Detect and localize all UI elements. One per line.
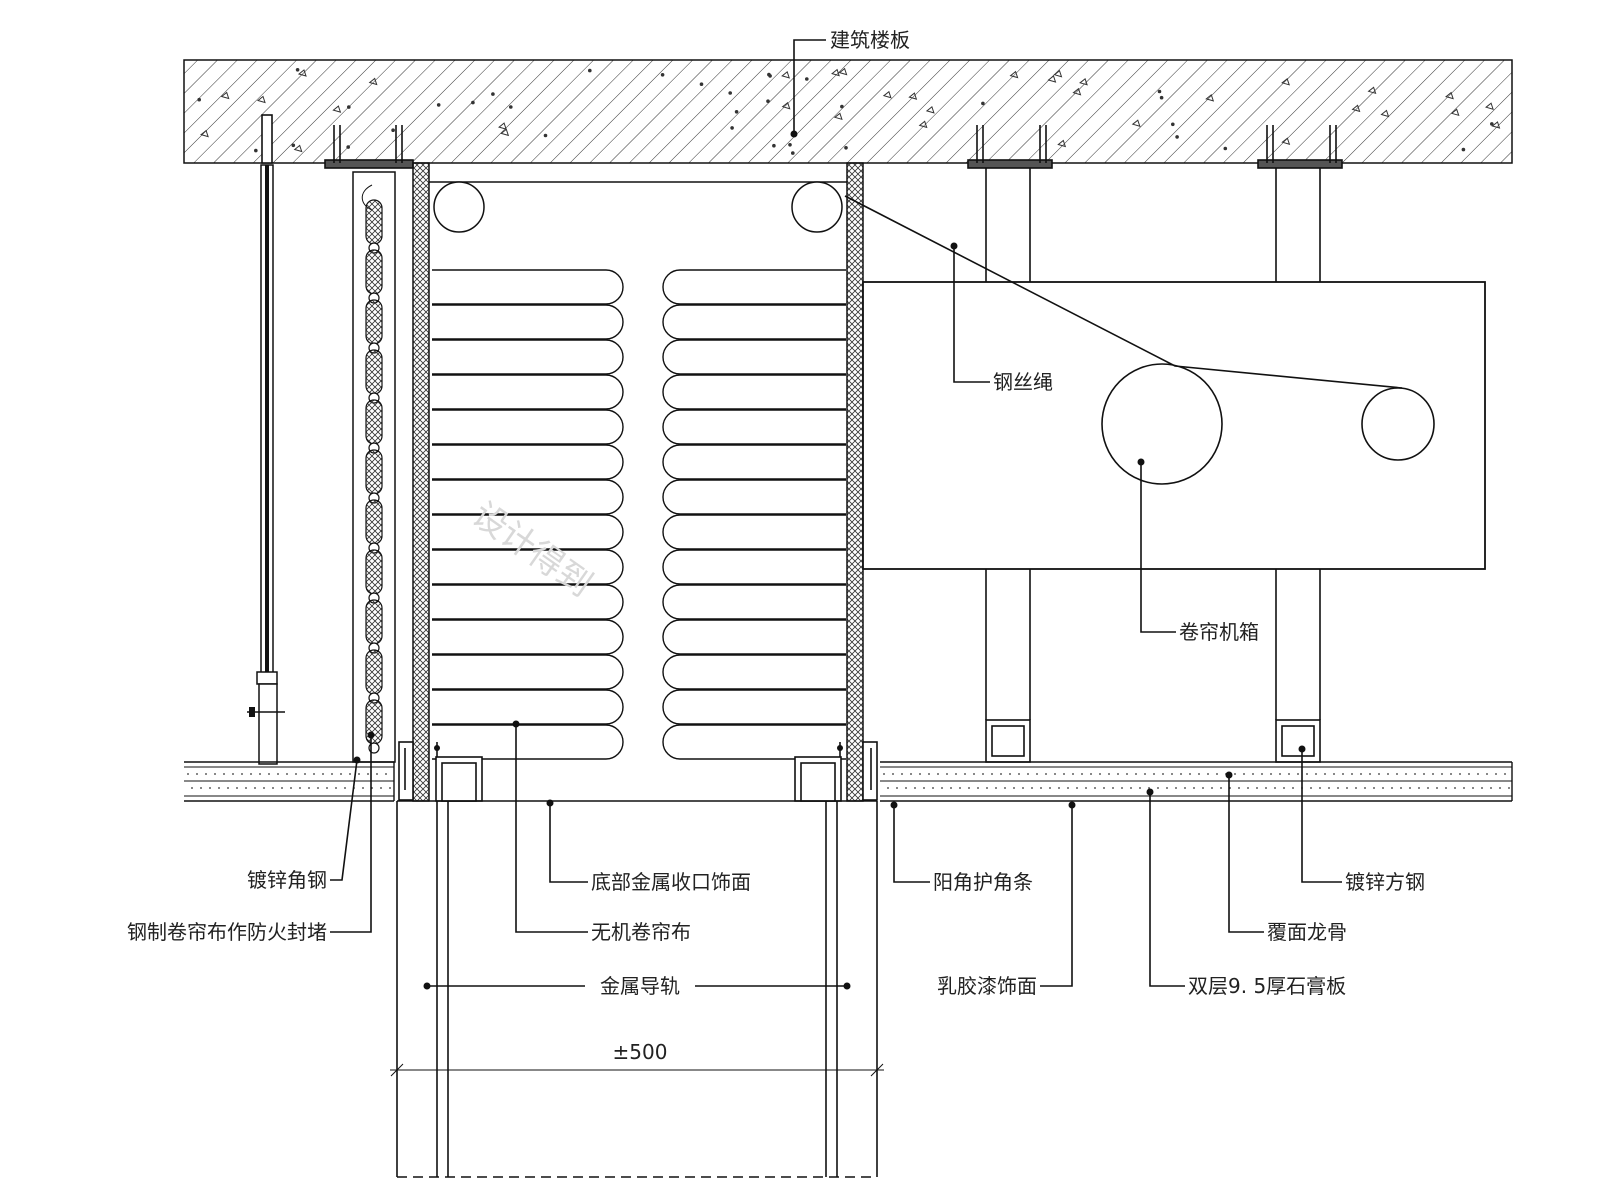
label-latex-paint: 乳胶漆饰面 (937, 974, 1037, 998)
ceiling-boards (184, 761, 1513, 802)
metal-guide-rail (396, 800, 878, 1178)
anchor-bolts (261, 114, 1343, 169)
steel-wire-rope (844, 195, 1403, 389)
label-inorganic-shutter-cloth: 无机卷帘布 (591, 920, 691, 944)
galvanized-square-steel-posts (985, 168, 1321, 763)
steel-fire-seal-curtain (352, 171, 396, 763)
bottom-metal-trim (398, 741, 878, 802)
shutter-box (862, 281, 1486, 570)
leader-dots (353, 130, 1306, 990)
label-metal-guide-rail: 金属导轨 (600, 974, 680, 998)
shutter-side-walls (412, 162, 864, 802)
label-double-gypsum: 双层9. 5厚石膏板 (1188, 974, 1346, 998)
top-rollers (433, 181, 843, 233)
label-floor-slab: 建筑楼板 (830, 28, 910, 52)
leader-lines (330, 39, 1342, 987)
label-galvanized-angle: 镀锌角钢 (247, 868, 327, 892)
label-bottom-metal-trim: 底部金属收口饰面 (591, 870, 751, 894)
dimension-line (390, 1060, 884, 1080)
label-steel-wire-rope: 钢丝绳 (993, 370, 1053, 394)
label-shutter-box: 卷帘机箱 (1179, 620, 1259, 644)
label-galvanized-square-steel: 镀锌方钢 (1345, 870, 1425, 894)
slab-aggregate-marks (197, 67, 1501, 155)
floor-slab (183, 59, 1513, 164)
dimension-text: ±500 (613, 1040, 668, 1064)
inorganic-shutter-cloth-folds (432, 269, 846, 760)
label-corner-guard: 阳角护角条 (933, 870, 1033, 894)
label-cover-keel: 覆面龙骨 (1267, 920, 1347, 944)
left-suspension-rod (247, 164, 285, 765)
label-steel-fire-seal: 钢制卷帘布作防火封堵 (127, 920, 327, 944)
